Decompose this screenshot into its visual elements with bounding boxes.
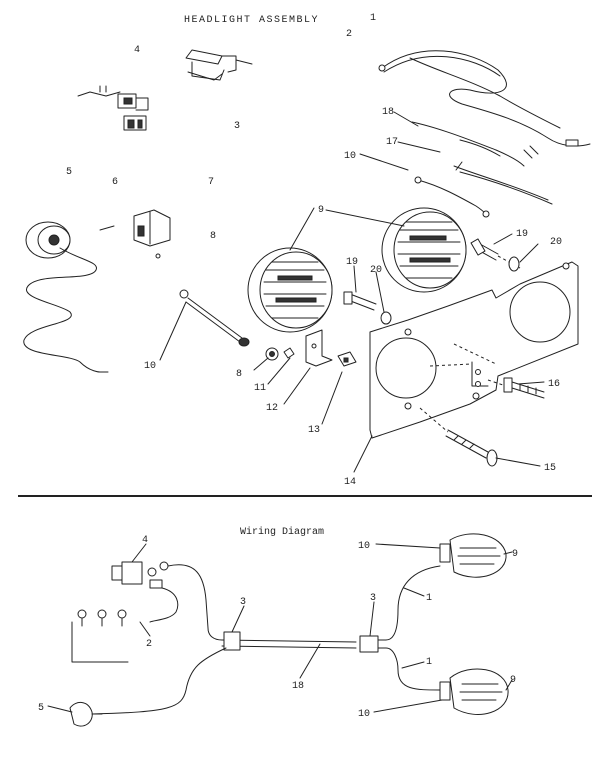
part-12-bracket (305, 329, 333, 367)
wiring-leads-1 (377, 565, 441, 691)
wiring-diagram-title: Wiring Diagram (240, 526, 324, 538)
wiring-lamp-9-upper (439, 533, 507, 578)
callout-15: 15 (544, 463, 556, 474)
wiring-lamp-9-lower (439, 668, 509, 715)
wiring-harness-18 (91, 564, 379, 715)
wiring-leader-lines (47, 543, 513, 713)
wiring-callout-5: 5 (38, 703, 44, 714)
wiring-callout-1-upper: 1 (426, 593, 432, 604)
part-9-sealed-beam-left (247, 247, 333, 333)
wiring-callout-labels: 4 2 3 3 18 5 10 10 9 9 1 1 (38, 535, 518, 720)
wiring-callout-10-lower: 10 (358, 709, 370, 720)
wiring-callout-3-left: 3 (240, 597, 246, 608)
wiring-switch-4 (111, 561, 169, 589)
callout-7: 7 (208, 177, 214, 188)
part-20-washer-right (508, 256, 520, 272)
part-8-switch-block (99, 209, 171, 259)
wiring-callout-4: 4 (142, 535, 148, 546)
part-11-nut (283, 347, 295, 359)
part-16-bolt (487, 377, 545, 399)
callout-10-lower: 10 (144, 361, 156, 372)
callout-8-lower: 8 (236, 369, 242, 380)
wiring-lamp-5 (69, 702, 103, 727)
callout-17: 17 (386, 137, 398, 148)
callout-3: 3 (234, 121, 240, 132)
wiring-callout-3-right: 3 (370, 593, 376, 604)
part-4-clip-connectors (185, 49, 253, 81)
callout-12: 12 (266, 403, 278, 414)
wiring-callout-2: 2 (146, 639, 152, 650)
callout-labels: 1 2 4 3 5 6 7 8 18 17 10 9 19 20 19 20 1… (66, 13, 562, 488)
part-10-lead-left (179, 289, 250, 347)
callout-10-upper: 10 (344, 151, 356, 162)
leader-lines-assembly (159, 111, 545, 473)
part-17-18-leads (411, 121, 553, 218)
callout-8-upper: 8 (210, 231, 216, 242)
callout-19-right: 19 (516, 229, 528, 240)
callout-9: 9 (318, 205, 324, 216)
wiring-callout-10-upper: 10 (358, 541, 370, 552)
callout-4: 4 (134, 45, 140, 56)
part-9-sealed-beam-right (381, 207, 467, 293)
part-15-bolt (419, 407, 498, 467)
part-5-gauge-cable (23, 221, 109, 373)
callout-1: 1 (370, 13, 376, 24)
callout-18: 18 (382, 107, 394, 118)
wiring-callout-18: 18 (292, 681, 304, 692)
callout-5: 5 (66, 167, 72, 178)
part-19-bolt-left (343, 291, 377, 311)
callout-20-left: 20 (370, 265, 382, 276)
callout-13: 13 (308, 425, 320, 436)
wiring-connector-2 (71, 609, 129, 663)
callout-16: 16 (548, 379, 560, 390)
part-14-mounting-plate (369, 261, 579, 439)
part-8-grommet (265, 347, 279, 361)
part-13-square-nut (337, 351, 357, 367)
callout-20-right: 20 (550, 237, 562, 248)
part-20-washer-left (380, 311, 392, 325)
wiring-callout-9-lower: 9 (510, 675, 516, 686)
wiring-callout-1-lower: 1 (426, 657, 432, 668)
callout-11: 11 (254, 383, 266, 394)
callout-2: 2 (346, 29, 352, 40)
part-3-switch-plug (77, 85, 149, 131)
callout-19-left: 19 (346, 257, 358, 268)
wiring-callout-9-upper: 9 (512, 549, 518, 560)
callout-14: 14 (344, 477, 356, 488)
callout-6: 6 (112, 177, 118, 188)
diagram-title: HEADLIGHT ASSEMBLY (184, 15, 319, 26)
part-2-wire-harness (378, 50, 591, 159)
